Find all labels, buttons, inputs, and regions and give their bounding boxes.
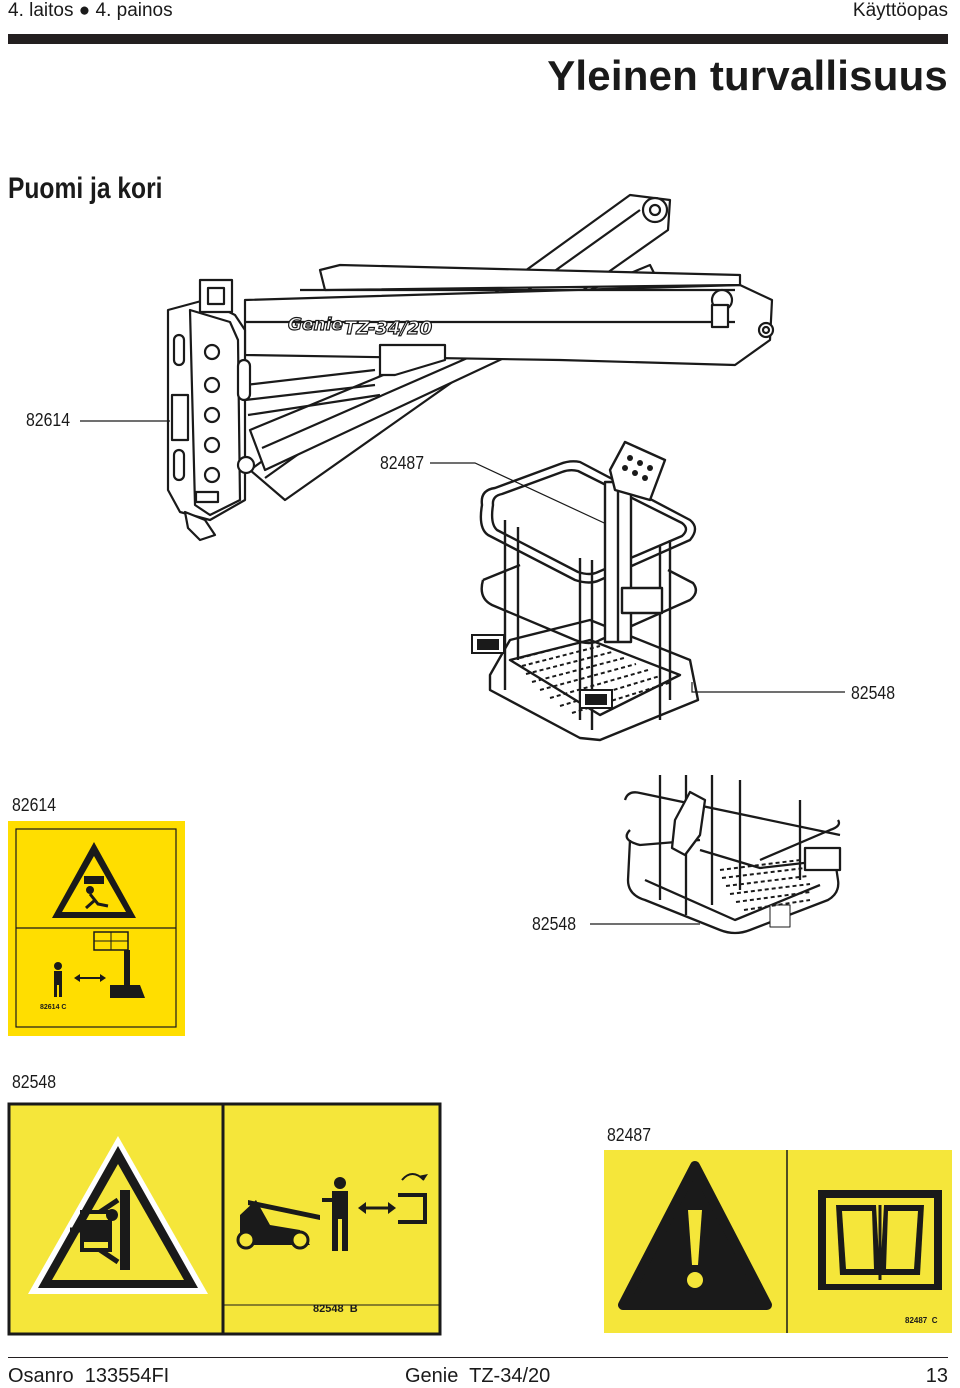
decal-82487 xyxy=(604,1150,952,1333)
footer-rule xyxy=(8,1357,948,1358)
page-title: Yleinen turvallisuus xyxy=(547,52,948,99)
machine-brand-text: Genie xyxy=(288,315,343,335)
decal-82548 xyxy=(7,1102,442,1336)
callout-82548-side: 82548 xyxy=(532,914,577,934)
footer-model: Genie TZ-34/20 xyxy=(405,1365,551,1387)
decal-82614 xyxy=(8,821,185,1036)
callout-82614: 82614 xyxy=(26,410,71,430)
platform-side-illustration xyxy=(623,775,842,935)
decal-82614-code: 82614 C xyxy=(40,1004,67,1011)
footer-part-number: Osanro 133554FI xyxy=(8,1365,170,1387)
decal-82548-caption: 82548 xyxy=(12,1072,57,1092)
decal-82487-caption: 82487 xyxy=(607,1125,652,1145)
header-manual-type: Käyttöopas xyxy=(852,0,948,21)
decal-82548-code: 82548 B xyxy=(313,1303,358,1315)
section-subtitle: Puomi ja kori xyxy=(8,172,163,205)
page-number: 13 xyxy=(925,1365,948,1387)
callout-82548: 82548 xyxy=(851,683,896,703)
decal-82614-caption: 82614 xyxy=(12,795,57,815)
header-rule xyxy=(8,34,948,44)
decal-82487-code: 82487 C xyxy=(905,1316,938,1325)
callout-82487: 82487 xyxy=(380,453,425,473)
callout-leader-82548-top xyxy=(691,682,845,693)
machine-model-text: TZ-34/20 xyxy=(344,318,432,339)
platform-illustration xyxy=(479,440,700,742)
callout-leader-82487 xyxy=(430,462,616,529)
header-edition: 4. laitos ● 4. painos xyxy=(8,0,173,21)
